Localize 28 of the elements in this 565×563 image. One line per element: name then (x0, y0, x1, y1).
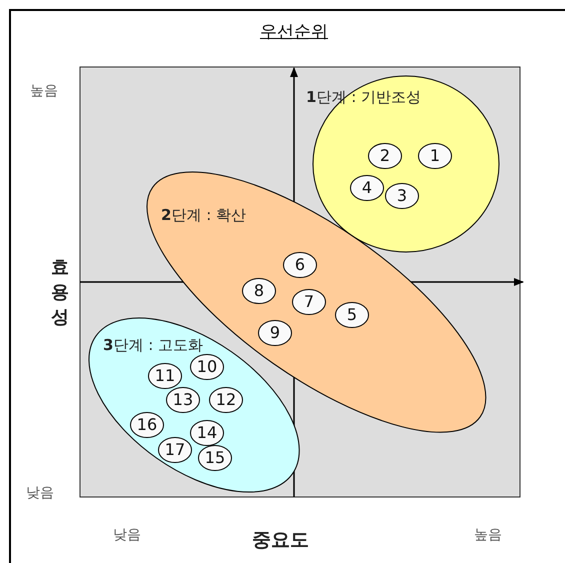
number-ellipse: 3 (385, 183, 419, 209)
number-ellipse: 9 (258, 320, 292, 346)
number-ellipse: 14 (190, 420, 224, 446)
title: 우선순위 (260, 22, 328, 42)
axis-end-label: 높음 (30, 82, 58, 100)
number-ellipse: 11 (148, 362, 182, 389)
axis-end-label: 낮음 (113, 526, 141, 544)
number-ellipse: 12 (208, 386, 243, 413)
axis-title: 효용성 (50, 256, 70, 330)
number-ellipse: 16 (130, 412, 164, 438)
axis-end-label: 높음 (474, 526, 502, 544)
stage-ellipse (88, 318, 300, 492)
number-ellipse: 8 (242, 278, 276, 304)
number-ellipse: 13 (166, 386, 200, 413)
number-ellipse: 17 (158, 436, 192, 463)
number-ellipse: 1 (418, 143, 452, 169)
number-ellipse: 10 (190, 354, 224, 380)
axis-end-label: 낮음 (26, 484, 54, 502)
stage-label: 3단계 : 고도화 (102, 336, 204, 355)
number-ellipse: 7 (292, 288, 326, 315)
number-ellipse: 4 (350, 175, 384, 201)
number-ellipse: 5 (334, 302, 369, 328)
axis-title: 중요도 (252, 528, 309, 553)
stage-label: 1단계 : 기반조성 (306, 88, 422, 107)
number-ellipse: 15 (198, 444, 232, 471)
number-ellipse: 6 (282, 252, 317, 278)
stage-label: 2단계 : 확산 (160, 206, 246, 225)
number-ellipse: 2 (368, 143, 402, 169)
